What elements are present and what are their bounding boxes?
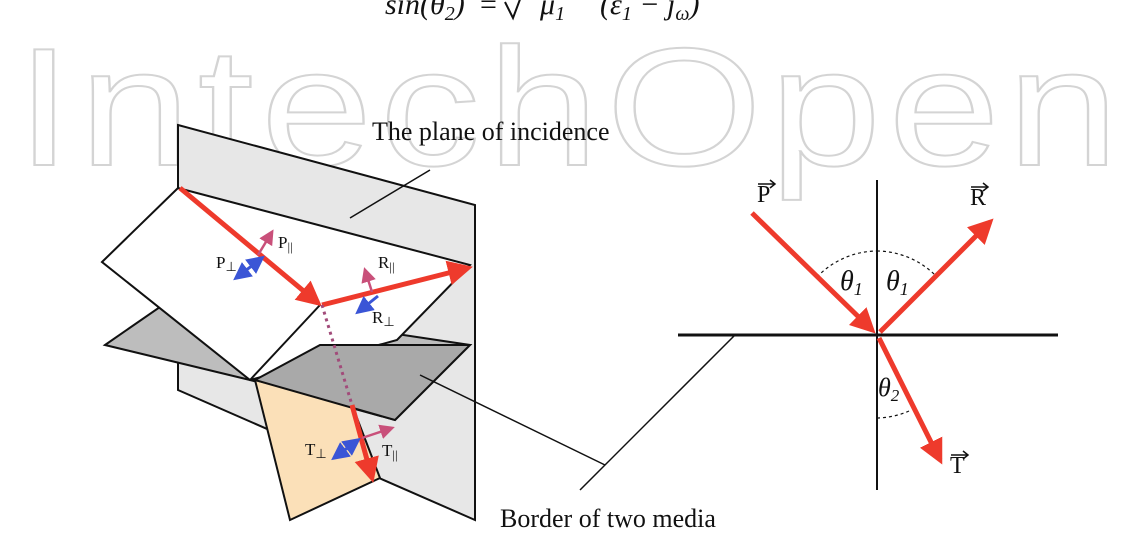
formula-lhs: sin(θ bbox=[385, 0, 445, 21]
t-parallel-arrow bbox=[361, 424, 395, 440]
inner-facet bbox=[252, 344, 473, 422]
formula-mu: μ bbox=[539, 0, 555, 21]
r-perp-arrow bbox=[355, 294, 379, 315]
svg-text:μ1: μ1 bbox=[539, 0, 565, 25]
caption-plane-of-incidence: The plane of incidence bbox=[372, 117, 610, 146]
theta2-arc bbox=[876, 410, 910, 419]
svg-text:(ε1 − jω): (ε1 − jω) bbox=[600, 0, 700, 25]
theta1-arc-right bbox=[876, 250, 938, 278]
label-p-parallel: P|| bbox=[278, 233, 293, 254]
label-theta2: θ2 bbox=[878, 373, 900, 405]
refracted-ray bbox=[349, 404, 379, 483]
svg-text:=: = bbox=[480, 0, 497, 21]
incidence-sheet bbox=[100, 186, 472, 382]
label-p-perp: P⊥ bbox=[216, 253, 237, 274]
incident-ray-2d bbox=[750, 211, 876, 334]
label-theta1-left: θ1 bbox=[840, 266, 863, 299]
formula-fragment: sin(θ2) = μ1 (ε1 − jω) bbox=[385, 0, 700, 25]
label-t-perp: T⊥ bbox=[305, 440, 327, 461]
label-reflected-r: R bbox=[970, 185, 986, 211]
leader-plane bbox=[349, 169, 431, 219]
t-perp-arrow bbox=[331, 437, 361, 461]
label-r-parallel: R|| bbox=[378, 253, 395, 274]
label-incident-p: P bbox=[757, 182, 770, 208]
reflected-ray bbox=[321, 260, 473, 308]
formula-eps: (ε bbox=[600, 0, 622, 21]
leader-border-a bbox=[419, 374, 606, 466]
transmitted-ray-2d bbox=[876, 336, 943, 465]
vec-arrow-p bbox=[758, 179, 777, 189]
vec-arrow-t bbox=[951, 450, 970, 460]
ray-diagram bbox=[678, 180, 1058, 490]
label-t-parallel: T|| bbox=[382, 441, 398, 462]
leader-border-b bbox=[579, 334, 736, 491]
plane-illustration bbox=[100, 123, 736, 522]
label-transmitted-t: T bbox=[950, 453, 965, 479]
label-r-perp: R⊥ bbox=[372, 308, 395, 329]
p-perp-arrow bbox=[233, 255, 265, 281]
vec-arrow-r bbox=[971, 182, 990, 192]
sqrt-sign bbox=[504, 0, 521, 21]
theta1-arc-left bbox=[816, 250, 878, 278]
p-parallel-arrow bbox=[256, 229, 274, 256]
r-parallel-arrow bbox=[361, 267, 376, 293]
svg-text:sin(θ2): sin(θ2) bbox=[385, 0, 465, 25]
caption-border: Border of two media bbox=[500, 504, 716, 533]
incident-ray bbox=[178, 186, 322, 307]
label-theta1-right: θ1 bbox=[886, 266, 909, 299]
reflected-ray-2d bbox=[878, 218, 994, 334]
